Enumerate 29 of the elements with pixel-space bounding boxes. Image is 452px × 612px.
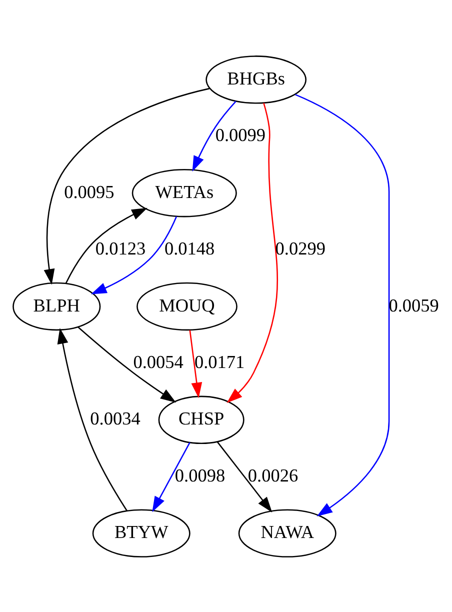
edge-label: 0.0123 xyxy=(95,238,146,258)
arrow xyxy=(217,441,272,512)
node-ellipse: WETAs xyxy=(132,168,237,217)
arrow xyxy=(189,330,202,398)
edge-label: 0.0148 xyxy=(164,238,215,258)
arrow xyxy=(294,93,390,516)
edge-label: 0.0026 xyxy=(248,464,298,485)
edge-label: 0.0299 xyxy=(275,238,326,258)
node-ellipse: BHGBs xyxy=(206,55,307,104)
edge-label: 0.0059 xyxy=(388,294,439,315)
edge-label: 0.0171 xyxy=(194,352,245,372)
arrow xyxy=(90,216,178,294)
arrow xyxy=(44,87,210,284)
arrow xyxy=(192,100,236,172)
arrow xyxy=(57,328,128,510)
node-ellipse: NAWA xyxy=(238,508,336,557)
arrow xyxy=(226,102,278,403)
edge-label: 0.0054 xyxy=(133,352,184,372)
node-ellipse: MOUQ xyxy=(136,282,238,330)
edge-label: 0.0099 xyxy=(215,124,266,145)
arrow xyxy=(78,326,176,402)
edge-label: 0.0098 xyxy=(174,464,226,485)
node-ellipse: BTYW xyxy=(92,508,190,557)
edge-label: 0.0095 xyxy=(64,181,114,202)
edge-label: 0.0034 xyxy=(90,408,140,428)
arrow xyxy=(65,207,148,283)
node-ellipse: BLPH xyxy=(12,282,101,330)
arrow xyxy=(152,442,190,512)
node-ellipse: CHSP xyxy=(158,395,244,444)
